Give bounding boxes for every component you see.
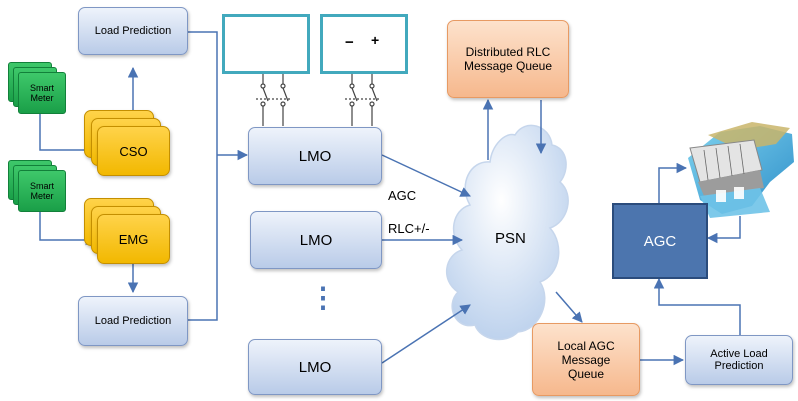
load-prediction-bottom-label: Load Prediction — [94, 315, 172, 327]
battery-frame — [320, 14, 408, 74]
line-agc-dam — [658, 162, 688, 203]
lmo-3-label: LMO — [298, 358, 332, 376]
cso-box: CSO — [97, 126, 170, 176]
agc-box-label: AGC — [643, 232, 677, 250]
hydro-dam-image — [688, 122, 794, 218]
smart-meter-2-label: Smart Meter — [29, 181, 54, 201]
line-psn-localagc — [555, 291, 583, 323]
smart-meter-2: Smart Meter — [18, 170, 66, 212]
lmo-box-2: LMO — [250, 211, 382, 269]
psn-label: PSN — [495, 230, 526, 247]
smart-meter-1: Smart Meter — [18, 72, 66, 114]
line-dam-agc — [706, 216, 741, 244]
load-prediction-bottom: Load Prediction — [78, 296, 188, 346]
distributed-rlc-queue-label: Distributed RLC Message Queue — [463, 45, 553, 73]
line-activeload-agc — [653, 277, 741, 335]
line-lmo1-psn — [381, 154, 471, 197]
agc-box: AGC — [612, 203, 708, 279]
battery-plus-sign: + — [371, 32, 380, 48]
load-prediction-top-label: Load Prediction — [94, 25, 172, 37]
lmo-2-label: LMO — [299, 231, 333, 249]
battery-minus-sign: − — [345, 34, 354, 51]
line-meter1-cso — [39, 112, 97, 156]
cso-label: CSO — [119, 143, 148, 159]
load-prediction-top: Load Prediction — [78, 7, 188, 55]
rlc-link-label: RLC+/- — [388, 221, 430, 236]
lmo-box-3: LMO — [248, 339, 382, 395]
emg-box: EMG — [97, 214, 170, 264]
smart-meter-1-label: Smart Meter — [29, 83, 54, 103]
line-lmo3-psn — [381, 304, 471, 364]
line-loadpred-top-bus — [188, 31, 218, 321]
local-agc-queue-label: Local AGC Message Queue — [557, 338, 615, 381]
emg-label: EMG — [118, 231, 149, 247]
line-meter2-emg — [39, 212, 97, 246]
active-load-prediction-label: Active Load Prediction — [710, 348, 768, 372]
capacitor-frame — [222, 14, 310, 74]
agc-link-label: AGC — [388, 188, 417, 203]
psn-cloud-shape — [445, 124, 569, 341]
lmo-1-label: LMO — [298, 147, 332, 165]
distributed-rlc-queue: Distributed RLC Message Queue — [447, 20, 569, 98]
local-agc-queue: Local AGC Message Queue — [532, 323, 640, 396]
lmo-box-1: LMO — [248, 127, 382, 185]
active-load-prediction: Active Load Prediction — [685, 335, 793, 385]
ellipsis-vertical: ⋮ — [309, 282, 337, 313]
